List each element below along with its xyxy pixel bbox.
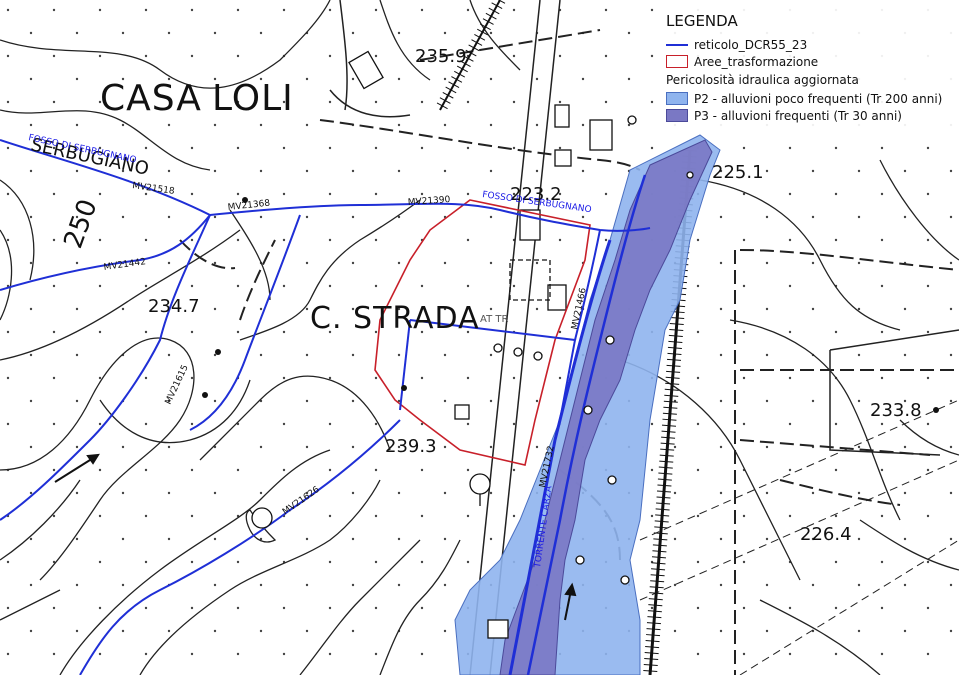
tree-symbols (251, 473, 491, 529)
elevation-label: 223.2 (510, 184, 562, 205)
at-tr-label: AT TR (480, 314, 508, 325)
p3-fill-swatch (666, 109, 688, 122)
elevation-label: 226.4 (800, 524, 852, 545)
legend-item-p3: P3 - alluvioni frequenti (Tr 30 anni) (666, 107, 952, 124)
legend-item-label: P2 - alluvioni poco frequenti (Tr 200 an… (694, 91, 943, 106)
legend-title: LEGENDA (666, 12, 738, 30)
elevation-label: 233.8 (870, 400, 922, 421)
segment-code-label: MV21368 (227, 199, 271, 213)
area-outline-swatch (666, 55, 688, 68)
legend-item-reticolo: reticolo_DCR55_23 (666, 36, 952, 53)
elevation-label: 235.9 (415, 46, 467, 67)
legend-subtitle: Pericolosità idraulica aggiornata (666, 73, 859, 87)
legend-item-label: P3 - alluvioni frequenti (Tr 30 anni) (694, 108, 902, 123)
legend-item-label: Aree_trasformazione (694, 54, 819, 69)
hazard-p3-zone (499, 139, 713, 675)
reticolo-network (0, 139, 651, 675)
point-dots (202, 197, 939, 413)
elevation-label: 239.3 (385, 436, 437, 457)
segment-code-label: MV21390 (408, 195, 451, 208)
legend-item-aree: Aree_trasformazione (666, 53, 952, 70)
elevation-label: 234.7 (148, 296, 200, 317)
elevation-label: 225.1 (712, 162, 764, 183)
legend-item-p2: P2 - alluvioni poco frequenti (Tr 200 an… (666, 90, 952, 107)
flow-arrows (54, 453, 577, 621)
transformation-area-outline (374, 199, 591, 466)
p2-fill-swatch (666, 92, 688, 105)
point-symbols (493, 115, 694, 585)
place-label-c-strada: C. STRADA (310, 301, 480, 336)
map-legend: LEGENDA reticolo_DCR55_23 Aree_trasforma… (660, 8, 956, 130)
legend-item-label: reticolo_DCR55_23 (694, 37, 808, 52)
place-label-casa: CASA (100, 78, 202, 119)
network-line-swatch (666, 43, 688, 46)
dashed-tracks-thin (639, 399, 959, 675)
place-label-loli: LOLI (212, 78, 294, 119)
